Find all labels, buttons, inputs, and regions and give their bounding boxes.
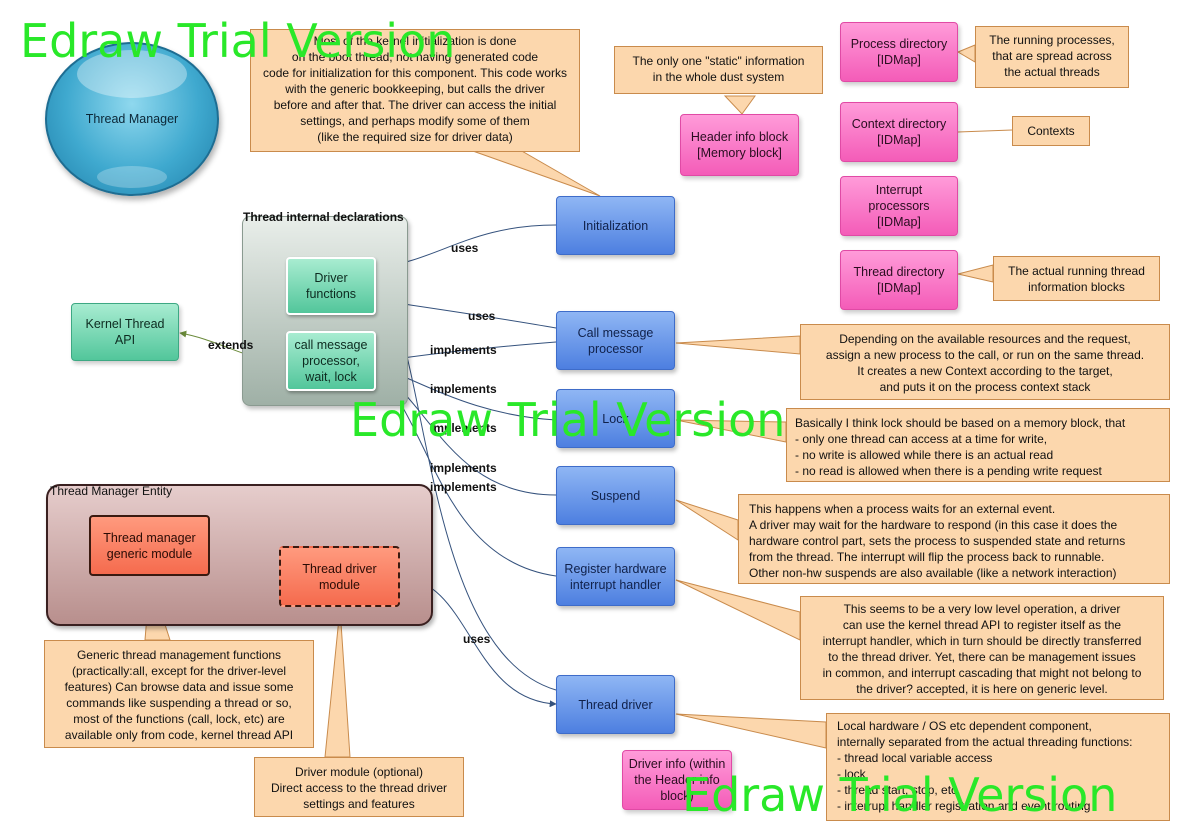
node-kernel-thread-api[interactable]: Kernel Thread API — [71, 303, 179, 361]
node-thread-directory[interactable]: Thread directory [IDMap] — [840, 250, 958, 310]
callout-static — [723, 95, 756, 115]
note-call-message: Depending on the available resources and… — [800, 324, 1170, 400]
note-running-processes: The running processes, that are spread a… — [975, 26, 1129, 88]
node-process-directory[interactable]: Process directory [IDMap] — [840, 22, 958, 82]
edge-label-uses-init: uses — [451, 241, 479, 255]
orb-reflection — [97, 166, 167, 188]
note-generic-module: Generic thread management functions (pra… — [44, 640, 314, 748]
note-initialization: Most of the kernel initialization is don… — [250, 29, 580, 152]
callout-suspend — [675, 499, 739, 541]
orb-highlight — [77, 50, 187, 98]
callout-contexts — [957, 129, 1013, 133]
edge-label-implements-5: implements — [430, 480, 497, 494]
node-lock[interactable]: Lock — [556, 389, 675, 448]
edge-label-implements-1: implements — [430, 343, 497, 357]
callout-driver — [675, 713, 827, 749]
note-thread-driver: Local hardware / OS etc dependent compon… — [826, 713, 1170, 821]
edge-label-implements-2: implements — [430, 382, 497, 396]
node-thread-driver-module[interactable]: Thread driver module — [279, 546, 400, 607]
note-thread-directory: The actual running thread information bl… — [993, 256, 1160, 301]
note-driver-module: Driver module (optional) Direct access t… — [254, 757, 464, 817]
callout-call — [675, 335, 801, 355]
node-call-message-processor-internal[interactable]: call message processor, wait, lock — [286, 331, 376, 391]
node-thread-driver[interactable]: Thread driver — [556, 675, 675, 734]
thread-manager-label: Thread Manager — [85, 112, 179, 126]
note-lock: Basically I think lock should be based o… — [786, 408, 1170, 482]
watermark-top: Edraw Trial Version — [20, 14, 456, 68]
edge-label-uses-call: uses — [468, 309, 496, 323]
node-thread-manager-generic-module[interactable]: Thread manager generic module — [89, 515, 210, 576]
note-contexts: Contexts — [1012, 116, 1090, 146]
node-suspend[interactable]: Suspend — [556, 466, 675, 525]
callout-thread-dir — [957, 264, 994, 283]
watermark-bottom: Edraw Trial Version — [682, 768, 1118, 822]
node-context-directory[interactable]: Context directory [IDMap] — [840, 102, 958, 162]
note-register: This seems to be a very low level operat… — [800, 596, 1164, 700]
callout-initialization — [469, 149, 601, 197]
node-call-message-processor[interactable]: Call message processor — [556, 311, 675, 370]
node-header-info-block[interactable]: Header info block [Memory block] — [680, 114, 799, 176]
callout-register — [675, 579, 801, 641]
callout-driver-module — [324, 607, 351, 758]
group-entity-title: Thread Manager Entity — [50, 484, 173, 498]
edge-label-implements-4: implements — [430, 461, 497, 475]
thread-manager-orb[interactable]: Thread Manager — [45, 42, 219, 196]
node-driver-info[interactable]: Driver info (within the Header info bloc… — [622, 750, 732, 810]
node-driver-functions[interactable]: Driver functions — [286, 257, 376, 315]
edge-label-implements-3: implements — [430, 421, 497, 435]
watermark-middle: Edraw Trial Version — [350, 393, 786, 447]
callout-process — [956, 44, 976, 63]
edge-label-uses-driver: uses — [463, 632, 491, 646]
note-static-info: The only one "static" information in the… — [614, 46, 823, 94]
node-initialization[interactable]: Initialization — [556, 196, 675, 255]
note-suspend: This happens when a process waits for an… — [738, 494, 1170, 584]
group-declarations-title: Thread internal declarations — [243, 210, 404, 224]
node-register-hardware-interrupt-handler[interactable]: Register hardware interrupt handler — [556, 547, 675, 606]
node-interrupt-processors[interactable]: Interrupt processors [IDMap] — [840, 176, 958, 236]
edge-label-extends: extends — [208, 338, 254, 352]
